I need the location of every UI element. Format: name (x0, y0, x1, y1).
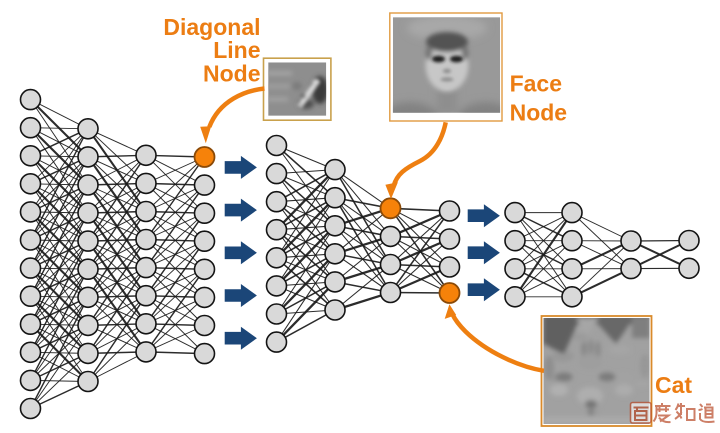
svg-text:Node: Node (510, 100, 567, 126)
svg-text:Face: Face (510, 71, 562, 97)
svg-text:Line: Line (213, 37, 260, 63)
svg-text:Diagonal: Diagonal (163, 14, 260, 40)
svg-text:Node: Node (203, 61, 261, 87)
svg-text:Cat: Cat (655, 372, 692, 398)
